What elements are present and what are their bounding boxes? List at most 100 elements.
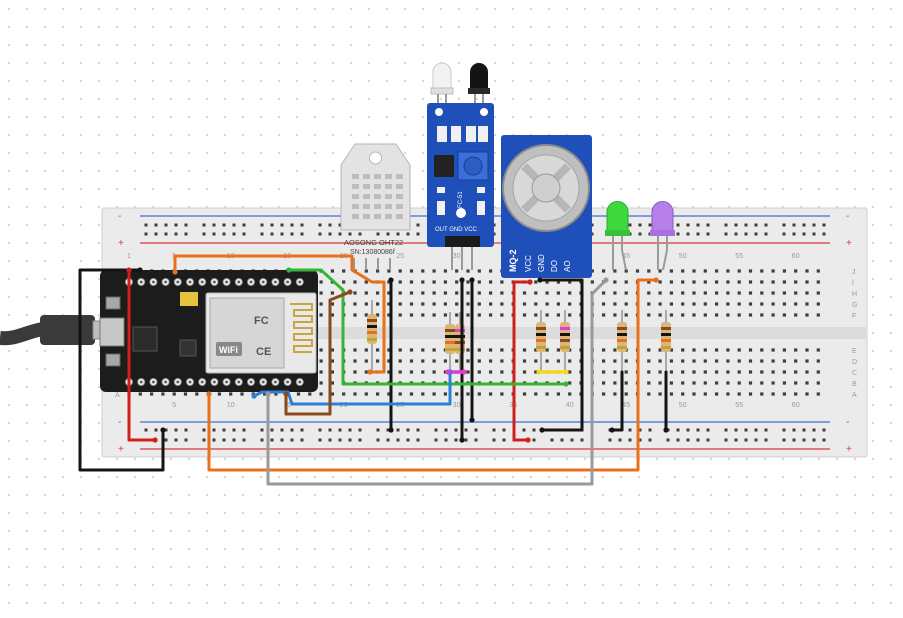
breadboard-row-letter: B — [852, 381, 857, 388]
breadboard-rail-hole — [686, 223, 690, 227]
breadboard-rail-hole — [474, 428, 478, 432]
breadboard-hole — [771, 348, 775, 352]
breadboard-rail-hole — [696, 428, 700, 432]
breadboard-rail-hole — [222, 428, 226, 432]
breadboard-hole — [624, 381, 628, 385]
breadboard-hole — [669, 291, 673, 295]
breadboard-hole — [489, 313, 493, 317]
ir-receiver-led — [470, 63, 488, 90]
breadboard-hole — [602, 302, 606, 306]
resistor-ir-1-band-4 — [445, 348, 455, 351]
breadboard-hole — [534, 392, 538, 396]
breadboard-hole — [409, 291, 414, 295]
breadboard-hole — [330, 348, 334, 352]
breadboard-hole — [771, 269, 775, 273]
breadboard-row-letter: J — [852, 269, 856, 276]
dht22-label-line2: SN:13080086f — [350, 249, 395, 256]
breadboard-hole — [477, 348, 481, 352]
breadboard-hole — [624, 269, 628, 273]
resistor-ir-2-band-4 — [455, 348, 465, 351]
breadboard-hole — [150, 392, 154, 396]
wire-end — [347, 289, 353, 295]
breadboard-hole — [217, 392, 221, 396]
breadboard-rail-hole — [822, 232, 826, 236]
breadboard-rail-hole — [754, 223, 758, 227]
mq2-pin-vcc-label: VCC — [524, 255, 533, 272]
breadboard-hole — [647, 269, 651, 273]
breadboard-hole — [647, 280, 651, 284]
ir-trimmer-label: FC-51 — [458, 191, 464, 208]
breadboard-hole — [466, 269, 470, 273]
breadboard-hole — [568, 291, 572, 295]
resistor-green-led-band-2 — [617, 333, 627, 336]
breadboard-rail-hole — [474, 438, 478, 442]
rail-minus-top-right: - — [846, 211, 849, 222]
resistor-ir-1-band-3 — [445, 341, 455, 344]
breadboard-hole — [398, 392, 402, 396]
breadboard-hole — [545, 313, 549, 317]
breadboard-hole — [432, 291, 436, 295]
breadboard-hole — [658, 370, 662, 374]
breadboard-hole — [330, 392, 334, 396]
breadboard-rail-hole — [802, 428, 806, 432]
breadboard-rail-hole — [464, 438, 468, 442]
breadboard-hole — [613, 280, 617, 284]
breadboard-rail-hole — [386, 428, 390, 432]
breadboard-hole — [669, 381, 673, 385]
dht22-mount-hole — [369, 151, 382, 165]
breadboard-hole — [816, 291, 820, 295]
breadboard-hole — [771, 370, 775, 374]
breadboard-rail-hole — [550, 438, 554, 442]
mq2-gas-sensor: MQ-2 VCC GND DO AO — [501, 135, 592, 278]
breadboard-rail-hole — [328, 232, 332, 236]
wire-end — [286, 267, 292, 273]
breadboard-rail-hole — [406, 232, 410, 236]
breadboard-hole — [715, 381, 719, 385]
breadboard-hole — [602, 370, 606, 374]
breadboard-hole — [692, 313, 696, 317]
resistor-mq2-1-band-4 — [536, 346, 546, 349]
breadboard-hole — [432, 302, 436, 306]
ir-receiver-base — [468, 88, 490, 94]
breadboard-rail-hole — [812, 428, 816, 432]
breadboard-hole — [669, 392, 673, 396]
breadboard-hole — [455, 280, 459, 284]
breadboard-rail-hole — [764, 428, 768, 432]
breadboard-hole — [703, 291, 707, 295]
resistor-ir-2-band-3 — [455, 341, 465, 344]
breadboard-hole — [138, 392, 142, 396]
breadboard-hole — [681, 280, 685, 284]
breadboard-hole — [647, 370, 651, 374]
breadboard-hole — [421, 280, 425, 284]
breadboard-hole — [726, 280, 730, 284]
breadboard-rail-hole — [184, 428, 188, 432]
breadboard-hole — [500, 348, 504, 352]
breadboard-rail-hole — [744, 428, 748, 432]
breadboard-hole — [794, 392, 798, 396]
resistor-mq2-2-band-1 — [560, 327, 570, 330]
breadboard-hole — [602, 359, 606, 363]
breadboard-hole — [387, 348, 391, 352]
breadboard-hole — [590, 269, 594, 273]
breadboard-hole — [726, 313, 730, 317]
breadboard-hole — [794, 370, 798, 374]
breadboard-hole — [500, 280, 504, 284]
breadboard-hole — [398, 313, 402, 317]
breadboard-rail-hole — [174, 223, 178, 227]
breadboard-hole — [613, 313, 617, 317]
breadboard-hole — [330, 302, 334, 306]
wire-end — [160, 427, 166, 433]
dht22-grille-slot — [385, 184, 392, 189]
breadboard-hole — [398, 302, 402, 306]
breadboard-column-number: 25 — [396, 253, 404, 260]
breadboard-hole — [748, 302, 753, 306]
breadboard-rail-hole — [782, 428, 786, 432]
breadboard-hole — [376, 291, 380, 295]
pcb-antenna — [290, 303, 313, 353]
breadboard-hole — [443, 269, 447, 273]
breadboard-hole — [489, 302, 493, 306]
breadboard-hole — [737, 370, 741, 374]
resistor-ir-1 — [445, 312, 455, 372]
breadboard-rail-hole — [812, 223, 816, 227]
breadboard-hole — [681, 348, 685, 352]
